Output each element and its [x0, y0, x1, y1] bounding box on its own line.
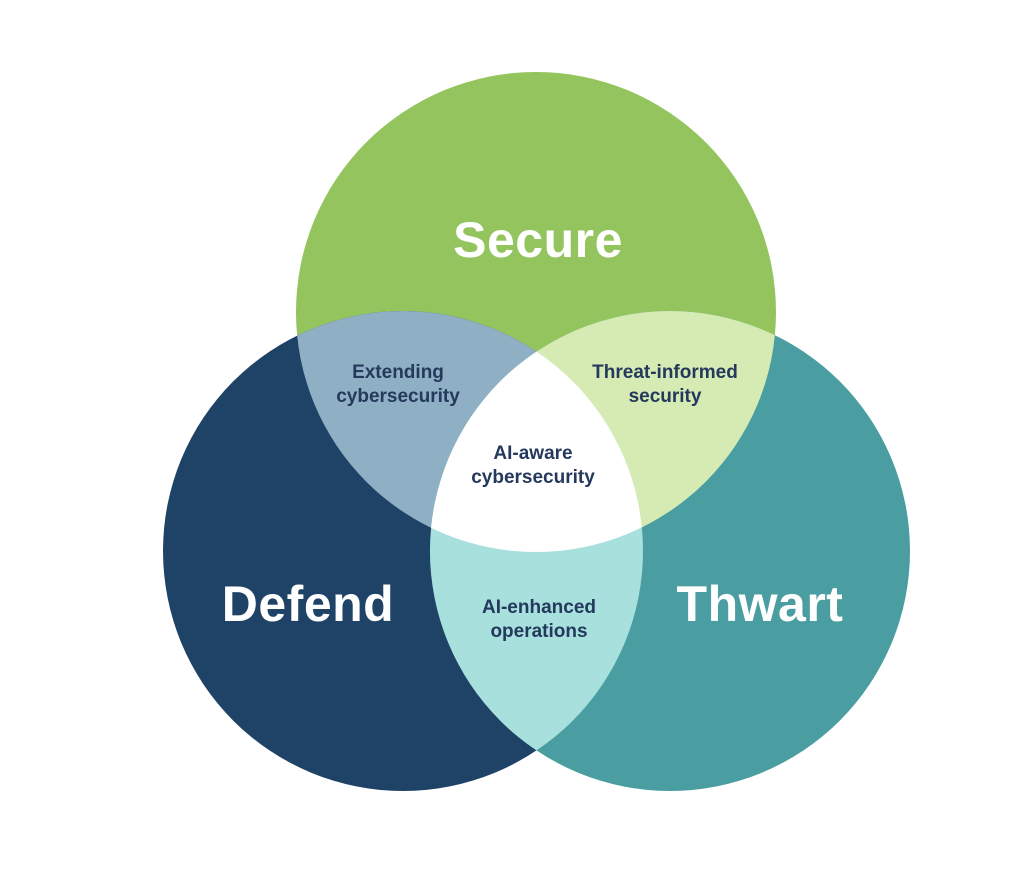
- center-overlap-region: [430, 311, 643, 552]
